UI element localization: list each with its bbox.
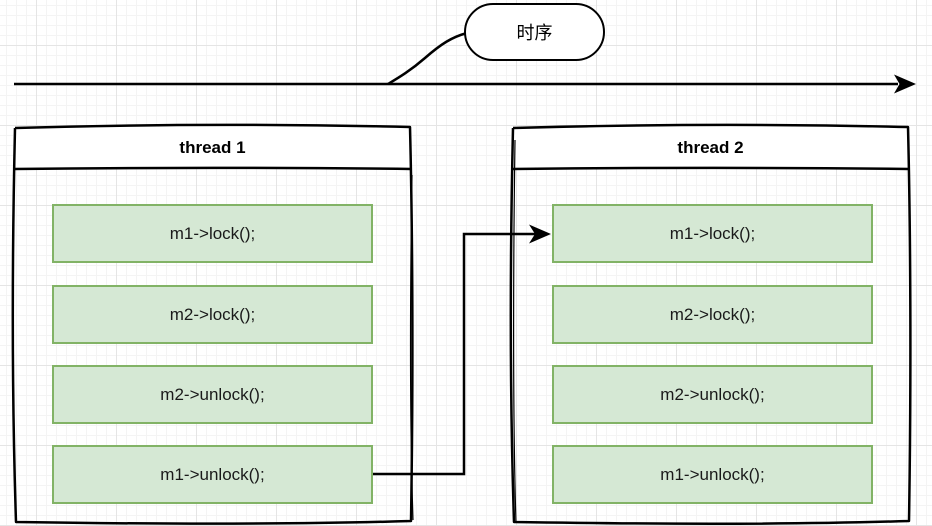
thread1-titlebar: thread 1 [13, 126, 412, 169]
timeline-label: 时序 [516, 23, 553, 43]
thread1-frame-sketch-stroke [410, 174, 414, 521]
timeline-arrowhead-icon [894, 74, 916, 94]
thread1-step-m2-unlock: m2->unlock(); [52, 365, 373, 424]
thread2-title: thread 2 [677, 137, 744, 157]
timeline-label-pill: 时序 [464, 3, 605, 61]
thread1-step-m1-lock: m1->lock(); [52, 204, 373, 263]
thread1-step-m2-lock: m2->lock(); [52, 285, 373, 344]
cross-thread-connector-arrowhead-icon [529, 224, 551, 244]
thread2-titlebar: thread 2 [511, 126, 910, 169]
cross-thread-connector [373, 232, 535, 476]
thread1-step-m1-unlock: m1->unlock(); [52, 445, 373, 504]
thread1-title: thread 1 [179, 137, 246, 157]
thread2-step-m1-lock: m1->lock(); [552, 204, 873, 263]
timeline-label-connector [387, 31, 468, 86]
thread2-step-m2-lock: m2->lock(); [552, 285, 873, 344]
thread2-frame-sketch-stroke [513, 139, 517, 524]
thread2-step-m1-unlock: m1->unlock(); [552, 445, 873, 504]
thread2-step-m2-unlock: m2->unlock(); [552, 365, 873, 424]
